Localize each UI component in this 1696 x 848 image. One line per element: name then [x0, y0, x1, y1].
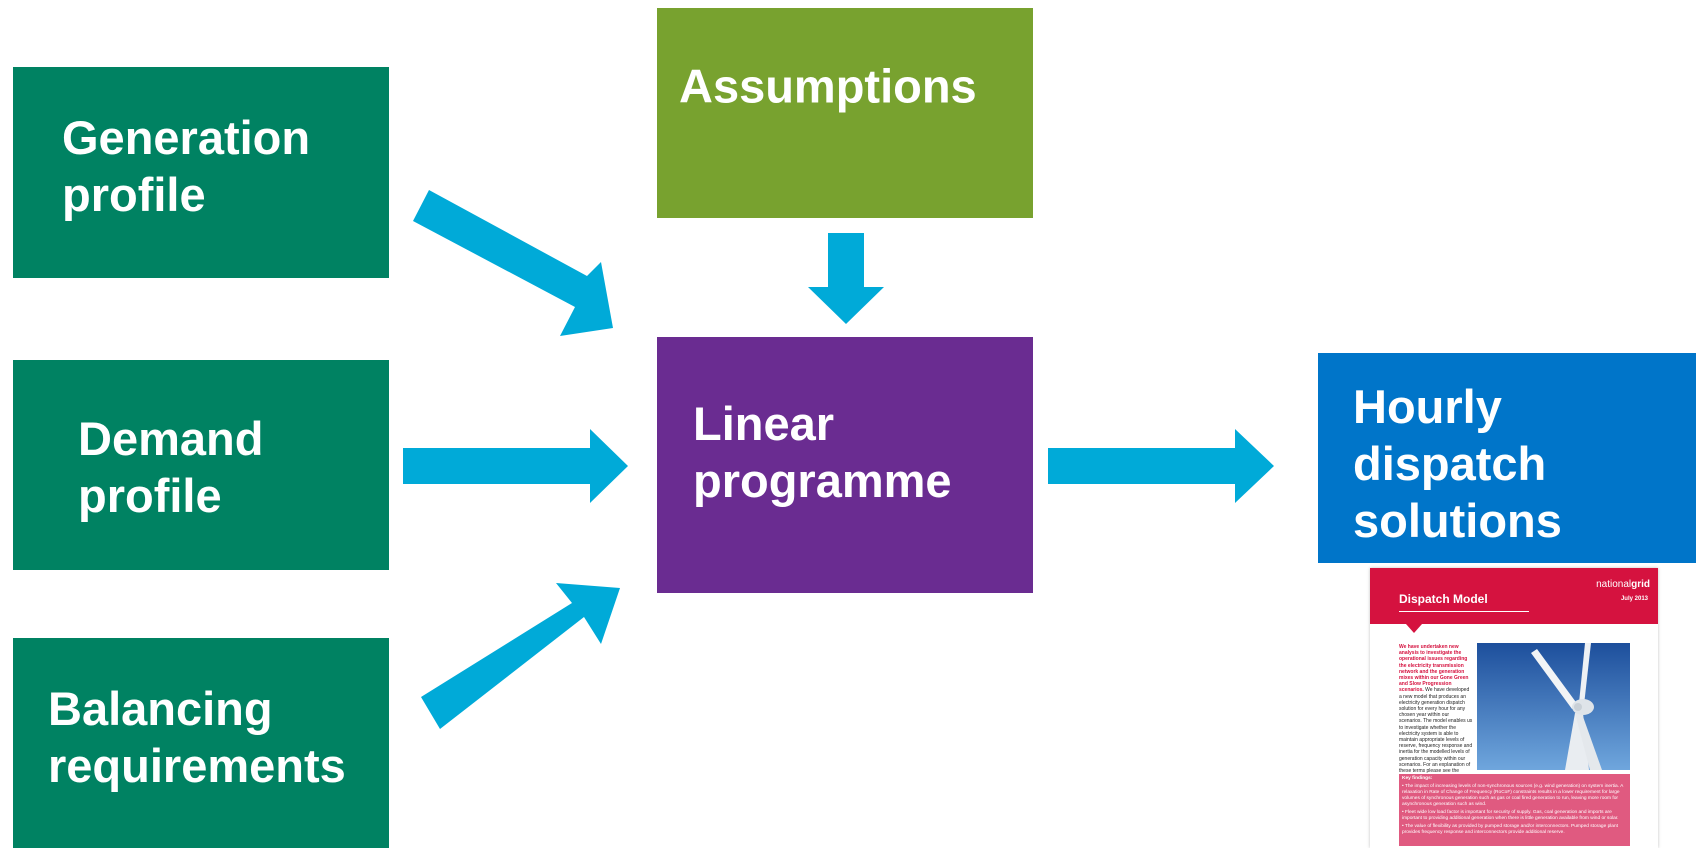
document-header: nationalgrid Dispatch Model July 2013 [1370, 568, 1658, 624]
key-finding-item: • Fleet wide low load factor is importan… [1402, 810, 1619, 821]
balancing-requirements-box: Balancing requirements [13, 638, 389, 848]
arrow-generation-to-linear [413, 190, 613, 336]
assumptions-label: Assumptions [679, 59, 977, 113]
title-underline [1399, 611, 1529, 612]
dispatch-model-document-thumbnail: nationalgrid Dispatch Model July 2013 We… [1370, 568, 1658, 848]
generation-profile-label: Generation profile [62, 111, 311, 221]
linear-programme-label: Linear programme [693, 397, 952, 507]
demand-profile-box: Demand profile [13, 360, 389, 570]
wind-turbine-photo [1477, 643, 1630, 770]
key-finding-item: • The value of flexibility as provided b… [1402, 824, 1618, 835]
header-pointer [1406, 624, 1422, 633]
arrow-linear-to-hourly [1048, 429, 1274, 503]
arrow-assumptions-to-linear [808, 233, 884, 324]
national-grid-logo: nationalgrid [1596, 579, 1650, 590]
hourly-dispatch-box: Hourly dispatch solutions [1318, 353, 1696, 563]
key-finding-item: • The impact of increasing levels of non… [1402, 784, 1624, 807]
key-findings-title: Key findings: [1402, 776, 1433, 781]
hourly-dispatch-label: Hourly dispatch solutions [1353, 380, 1562, 547]
linear-programme-box: Linear programme [657, 337, 1033, 593]
balancing-requirements-label: Balancing requirements [48, 682, 346, 792]
arrow-balancing-to-linear [421, 583, 620, 729]
generation-profile-box: Generation profile [13, 67, 389, 278]
key-findings-box: Key findings: • The impact of increasing… [1399, 774, 1630, 846]
arrow-demand-to-linear [403, 429, 628, 503]
document-title: Dispatch Model [1399, 592, 1488, 606]
demand-profile-label: Demand profile [78, 412, 264, 522]
document-intro-text: We have undertaken new analysis to inves… [1399, 644, 1473, 793]
assumptions-box: Assumptions [657, 8, 1033, 218]
document-date: July 2013 [1620, 596, 1648, 602]
